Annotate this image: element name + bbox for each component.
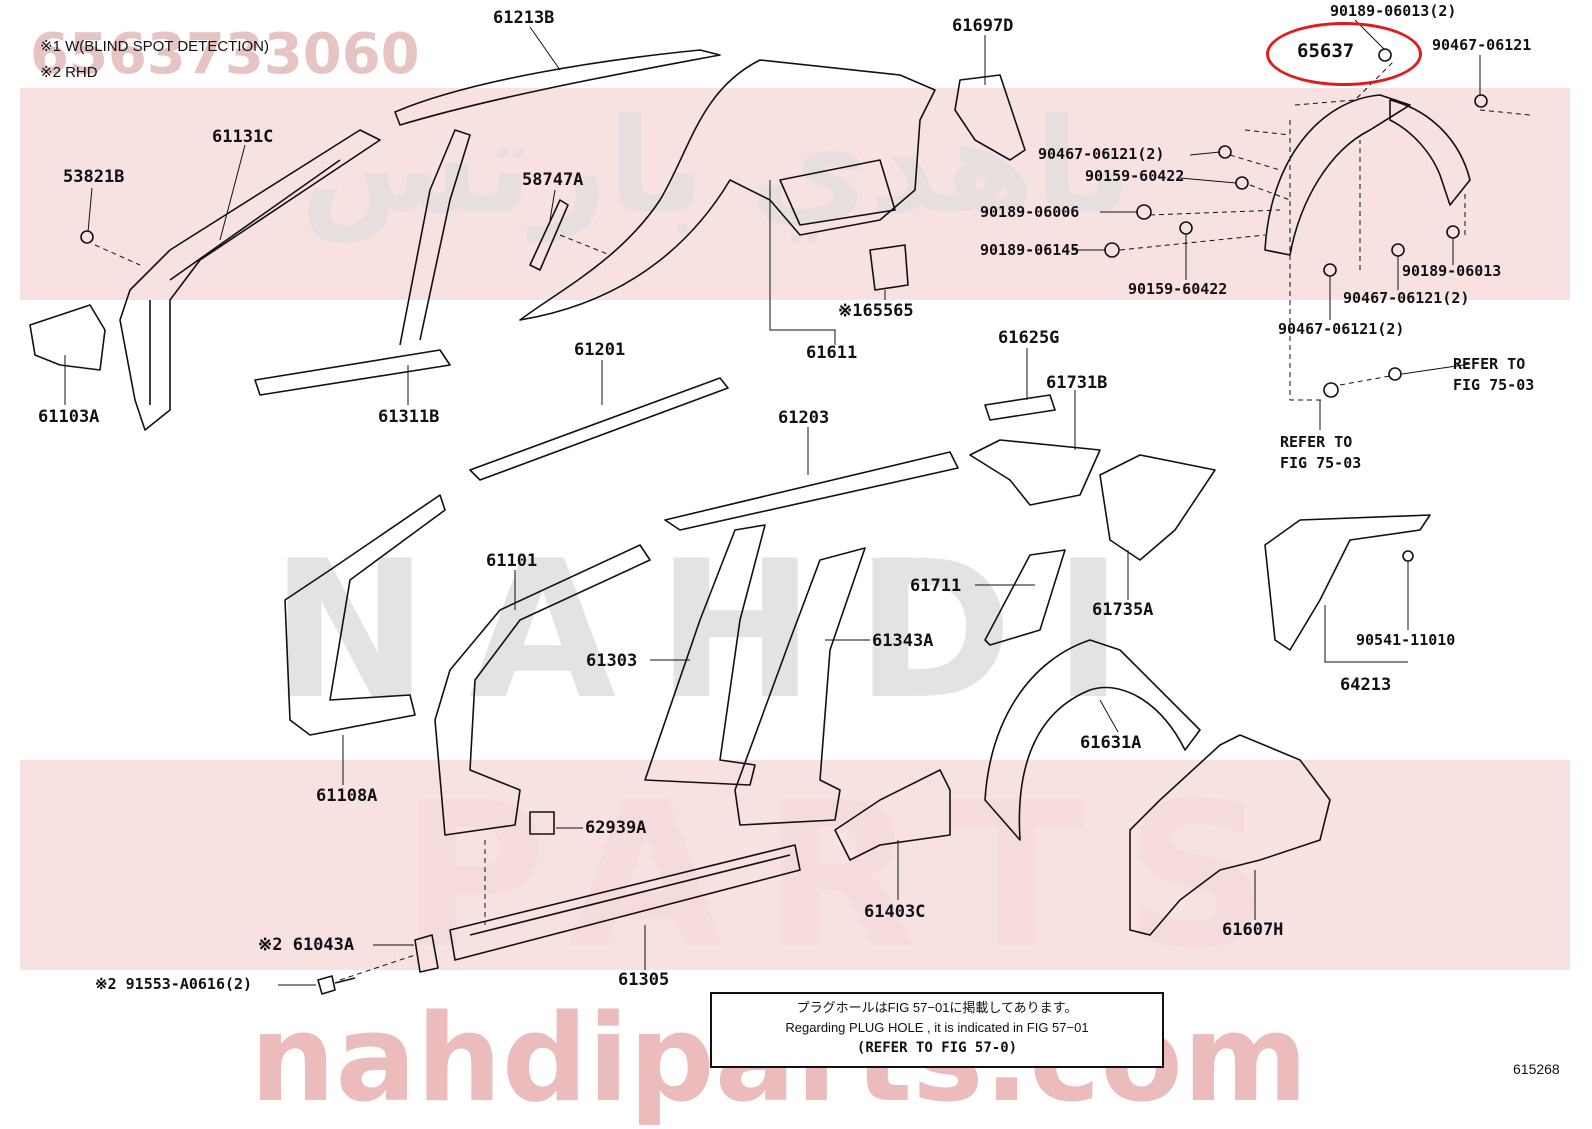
part-61213B <box>394 49 721 126</box>
fastener-90467-2b <box>1391 243 1405 257</box>
part-61625G <box>984 394 1056 421</box>
part-61303 <box>644 524 766 786</box>
label-61697D[interactable]: 61697D <box>952 16 1014 36</box>
part-61697D <box>954 74 1026 161</box>
watermark-band-top <box>20 88 1570 300</box>
part-65637 <box>1264 94 1411 256</box>
fastener-90189-06013 <box>1446 225 1460 239</box>
figure-id: 615268 <box>1513 1061 1560 1077</box>
part-61343A <box>734 547 866 826</box>
part-61711 <box>984 549 1066 646</box>
part-61305 <box>449 844 801 961</box>
label-61735A[interactable]: 61735A <box>1092 600 1154 620</box>
fastener-refer-1 <box>1388 367 1402 381</box>
fastener-90189-06145 <box>1104 242 1120 258</box>
fastener-refer-2 <box>1323 382 1339 398</box>
label-refer-fig-1[interactable]: FIG 75-03 <box>1453 376 1535 394</box>
label-61305[interactable]: 61305 <box>618 970 670 990</box>
label-90541-11010[interactable]: 90541-11010 <box>1356 631 1456 649</box>
label-165565[interactable]: ※165565 <box>838 301 914 321</box>
label-90189-06006[interactable]: 90189-06006 <box>980 203 1080 221</box>
part-61203 <box>664 451 959 531</box>
note-blind-spot: ※1 W(BLIND SPOT DETECTION) <box>40 38 269 55</box>
part-58747A <box>529 199 569 271</box>
label-61108A[interactable]: 61108A <box>316 786 378 806</box>
label-61201[interactable]: 61201 <box>574 340 626 360</box>
highlight-ring <box>1266 22 1422 86</box>
label-61311B[interactable]: 61311B <box>378 407 440 427</box>
note-english: Regarding PLUG HOLE , it is indicated in… <box>785 1020 1089 1035</box>
part-62939A <box>529 811 555 835</box>
label-61043A[interactable]: ※2 61043A <box>258 935 355 955</box>
label-90189-06013[interactable]: 90189-06013 <box>1402 262 1502 280</box>
part-61201 <box>469 377 729 481</box>
note-refer: (REFER TO FIG 57-0) <box>856 1040 1018 1056</box>
part-61735A <box>1099 454 1216 561</box>
parts-diagram <box>29 19 1531 995</box>
label-90159-60422a[interactable]: 90159-60422 <box>1085 167 1185 185</box>
note-japanese: プラグホールはFIG 57−01に掲載してあります。 <box>796 1000 1078 1015</box>
fastener-90541 <box>1402 550 1414 562</box>
label-61711[interactable]: 61711 <box>910 576 962 596</box>
label-61631A[interactable]: 61631A <box>1080 733 1142 753</box>
part-61607H <box>1129 734 1331 936</box>
part-61611 <box>519 59 936 321</box>
part-61103A <box>29 304 106 371</box>
fastener-90189-06006 <box>1136 204 1152 220</box>
watermark-brand-parts: PARTS <box>400 760 1309 993</box>
part-64213 <box>1264 514 1431 651</box>
label-90189-06145[interactable]: 90189-06145 <box>980 241 1080 259</box>
label-90189-06013-2[interactable]: 90189-06013(2) <box>1330 2 1457 20</box>
watermark-band-bottom <box>20 760 1570 970</box>
fastener-53821B <box>80 230 94 244</box>
part-91553-bolt <box>317 975 356 995</box>
part-61731B <box>969 439 1101 506</box>
label-90467-06121-2a[interactable]: 90467-06121(2) <box>1038 145 1165 163</box>
label-58747A[interactable]: 58747A <box>522 170 584 190</box>
part-165565 <box>869 244 909 291</box>
label-61343A[interactable]: 61343A <box>872 631 934 651</box>
label-61403C[interactable]: 61403C <box>864 902 926 922</box>
label-91553-A0616[interactable]: ※2 91553-A0616(2) <box>95 975 253 993</box>
watermark-part-number: 6563733060 <box>30 22 420 87</box>
label-90467-06121[interactable]: 90467-06121 <box>1432 36 1532 54</box>
label-61607H[interactable]: 61607H <box>1222 920 1284 940</box>
label-refer-fig-2[interactable]: FIG 75-03 <box>1280 454 1362 472</box>
part-61311B <box>254 349 451 396</box>
note-rhd: ※2 RHD <box>40 64 98 81</box>
fastener-90159-a <box>1235 176 1249 190</box>
label-53821B[interactable]: 53821B <box>63 167 125 187</box>
label-61625G[interactable]: 61625G <box>998 328 1060 348</box>
label-61611[interactable]: 61611 <box>806 343 858 363</box>
label-61101[interactable]: 61101 <box>486 551 538 571</box>
label-61131C[interactable]: 61131C <box>212 127 274 147</box>
label-90159-60422b[interactable]: 90159-60422 <box>1128 280 1228 298</box>
part-61108A <box>284 494 446 736</box>
label-61731B[interactable]: 61731B <box>1046 373 1108 393</box>
fastener-90467-2c <box>1323 263 1337 277</box>
fastener-90467-2a <box>1218 145 1232 159</box>
label-61203[interactable]: 61203 <box>778 408 830 428</box>
watermark-arabic: ناهدي بارتس <box>300 90 1133 242</box>
part-61101 <box>434 544 651 836</box>
label-refer-to-2[interactable]: REFER TO <box>1280 433 1353 451</box>
part-61131C <box>119 129 381 431</box>
fastener-90467-a <box>1474 94 1488 108</box>
label-64213[interactable]: 64213 <box>1340 675 1392 695</box>
part-61403C <box>834 769 951 861</box>
label-61303[interactable]: 61303 <box>586 651 638 671</box>
part-61043A <box>414 934 439 973</box>
label-90467-06121-2c[interactable]: 90467-06121(2) <box>1278 320 1405 338</box>
label-refer-to-1[interactable]: REFER TO <box>1453 355 1526 373</box>
label-90467-06121-2b[interactable]: 90467-06121(2) <box>1343 289 1470 307</box>
part-61631A <box>984 639 1201 841</box>
plug-hole-note: プラグホールはFIG 57−01に掲載してあります。 Regarding PLU… <box>710 992 1164 1068</box>
label-62939A[interactable]: 62939A <box>585 818 647 838</box>
fastener-90159-b <box>1179 221 1193 235</box>
label-61213B[interactable]: 61213B <box>493 8 555 28</box>
label-61103A[interactable]: 61103A <box>38 407 100 427</box>
label-65637[interactable]: 65637 <box>1297 40 1355 62</box>
